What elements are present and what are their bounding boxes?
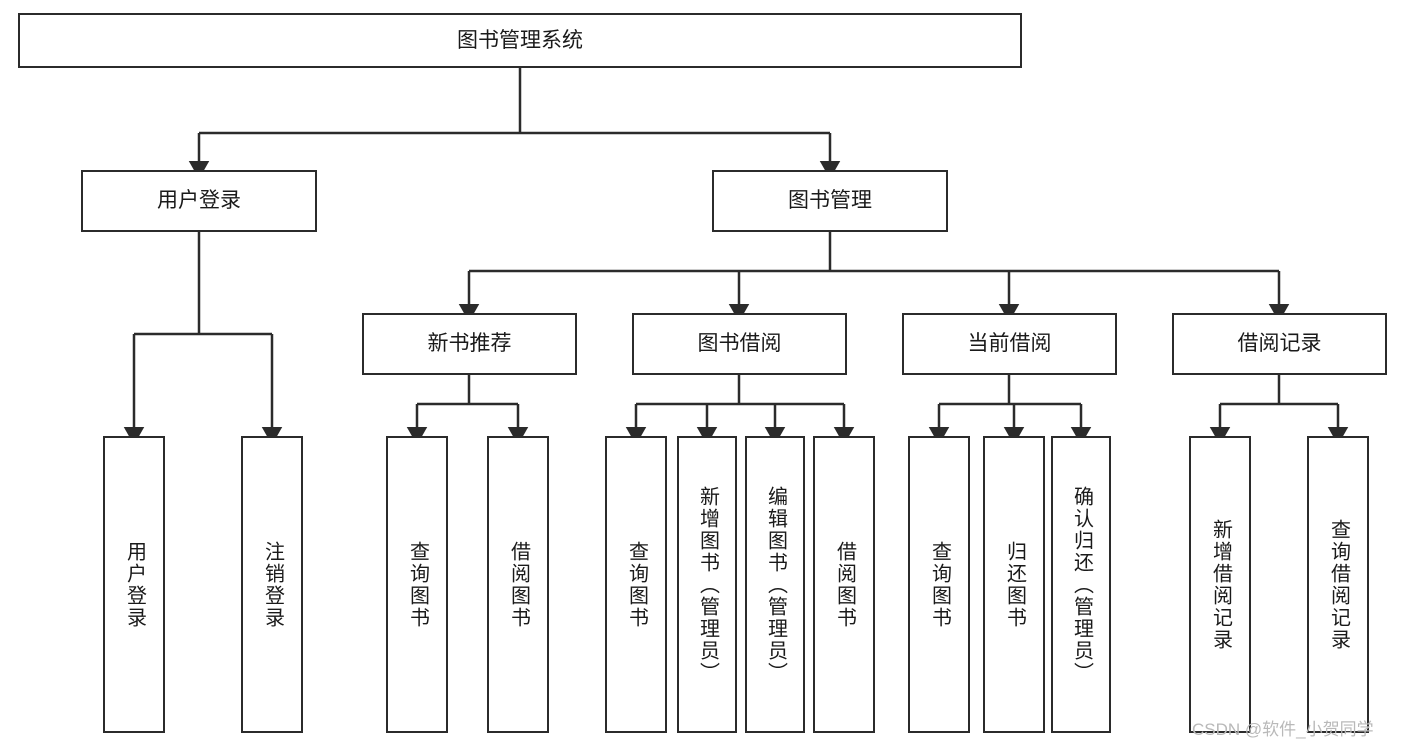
- leaf-user-logout-label: 注销登录: [261, 540, 284, 629]
- node-user-login-label: 用户登录: [157, 189, 241, 213]
- leaf-add-borrow-record-label: 新增借阅记录: [1209, 518, 1232, 651]
- leaf-add-borrow-record[interactable]: 新增借阅记录: [1189, 436, 1251, 733]
- node-book-management-label: 图书管理: [788, 189, 872, 213]
- leaf-return-book[interactable]: 归还图书: [983, 436, 1045, 733]
- node-root-label: 图书管理系统: [457, 28, 583, 52]
- leaf-query-book-recommend[interactable]: 查询图书: [386, 436, 448, 733]
- leaf-add-book-admin[interactable]: 新增图书（管理员）: [677, 436, 737, 733]
- node-borrow-records-label: 借阅记录: [1237, 332, 1322, 356]
- leaf-query-book-borrow-label: 查询图书: [625, 540, 648, 629]
- leaf-borrow-book[interactable]: 借阅图书: [813, 436, 875, 733]
- leaf-confirm-return-admin-label: 确认归还（管理员）: [1070, 485, 1093, 684]
- leaf-return-book-label: 归还图书: [1003, 540, 1026, 629]
- leaf-query-book-borrow[interactable]: 查询图书: [605, 436, 667, 733]
- leaf-query-book-current-label: 查询图书: [928, 540, 951, 629]
- leaf-user-login[interactable]: 用户登录: [103, 436, 165, 733]
- node-root[interactable]: 图书管理系统: [18, 13, 1022, 68]
- leaf-edit-book-admin-label: 编辑图书（管理员）: [764, 485, 787, 684]
- leaf-query-book-recommend-label: 查询图书: [406, 540, 429, 629]
- node-new-book-recommend-label: 新书推荐: [427, 332, 512, 356]
- leaf-add-book-admin-label: 新增图书（管理员）: [696, 485, 719, 684]
- leaf-user-login-label: 用户登录: [123, 540, 146, 629]
- leaf-confirm-return-admin[interactable]: 确认归还（管理员）: [1051, 436, 1111, 733]
- node-book-borrow-label: 图书借阅: [697, 332, 782, 356]
- leaf-user-logout[interactable]: 注销登录: [241, 436, 303, 733]
- leaf-edit-book-admin[interactable]: 编辑图书（管理员）: [745, 436, 805, 733]
- node-new-book-recommend[interactable]: 新书推荐: [362, 313, 577, 375]
- node-borrow-records[interactable]: 借阅记录: [1172, 313, 1387, 375]
- node-user-login[interactable]: 用户登录: [81, 170, 317, 232]
- node-current-borrow-label: 当前借阅: [967, 332, 1052, 356]
- leaf-query-book-current[interactable]: 查询图书: [908, 436, 970, 733]
- node-book-borrow[interactable]: 图书借阅: [632, 313, 847, 375]
- leaf-borrow-book-label: 借阅图书: [833, 540, 856, 629]
- node-book-management[interactable]: 图书管理: [712, 170, 948, 232]
- leaf-query-borrow-record-label: 查询借阅记录: [1327, 518, 1350, 651]
- node-current-borrow[interactable]: 当前借阅: [902, 313, 1117, 375]
- leaf-borrow-book-recommend[interactable]: 借阅图书: [487, 436, 549, 733]
- leaf-query-borrow-record[interactable]: 查询借阅记录: [1307, 436, 1369, 733]
- leaf-borrow-book-recommend-label: 借阅图书: [507, 540, 530, 629]
